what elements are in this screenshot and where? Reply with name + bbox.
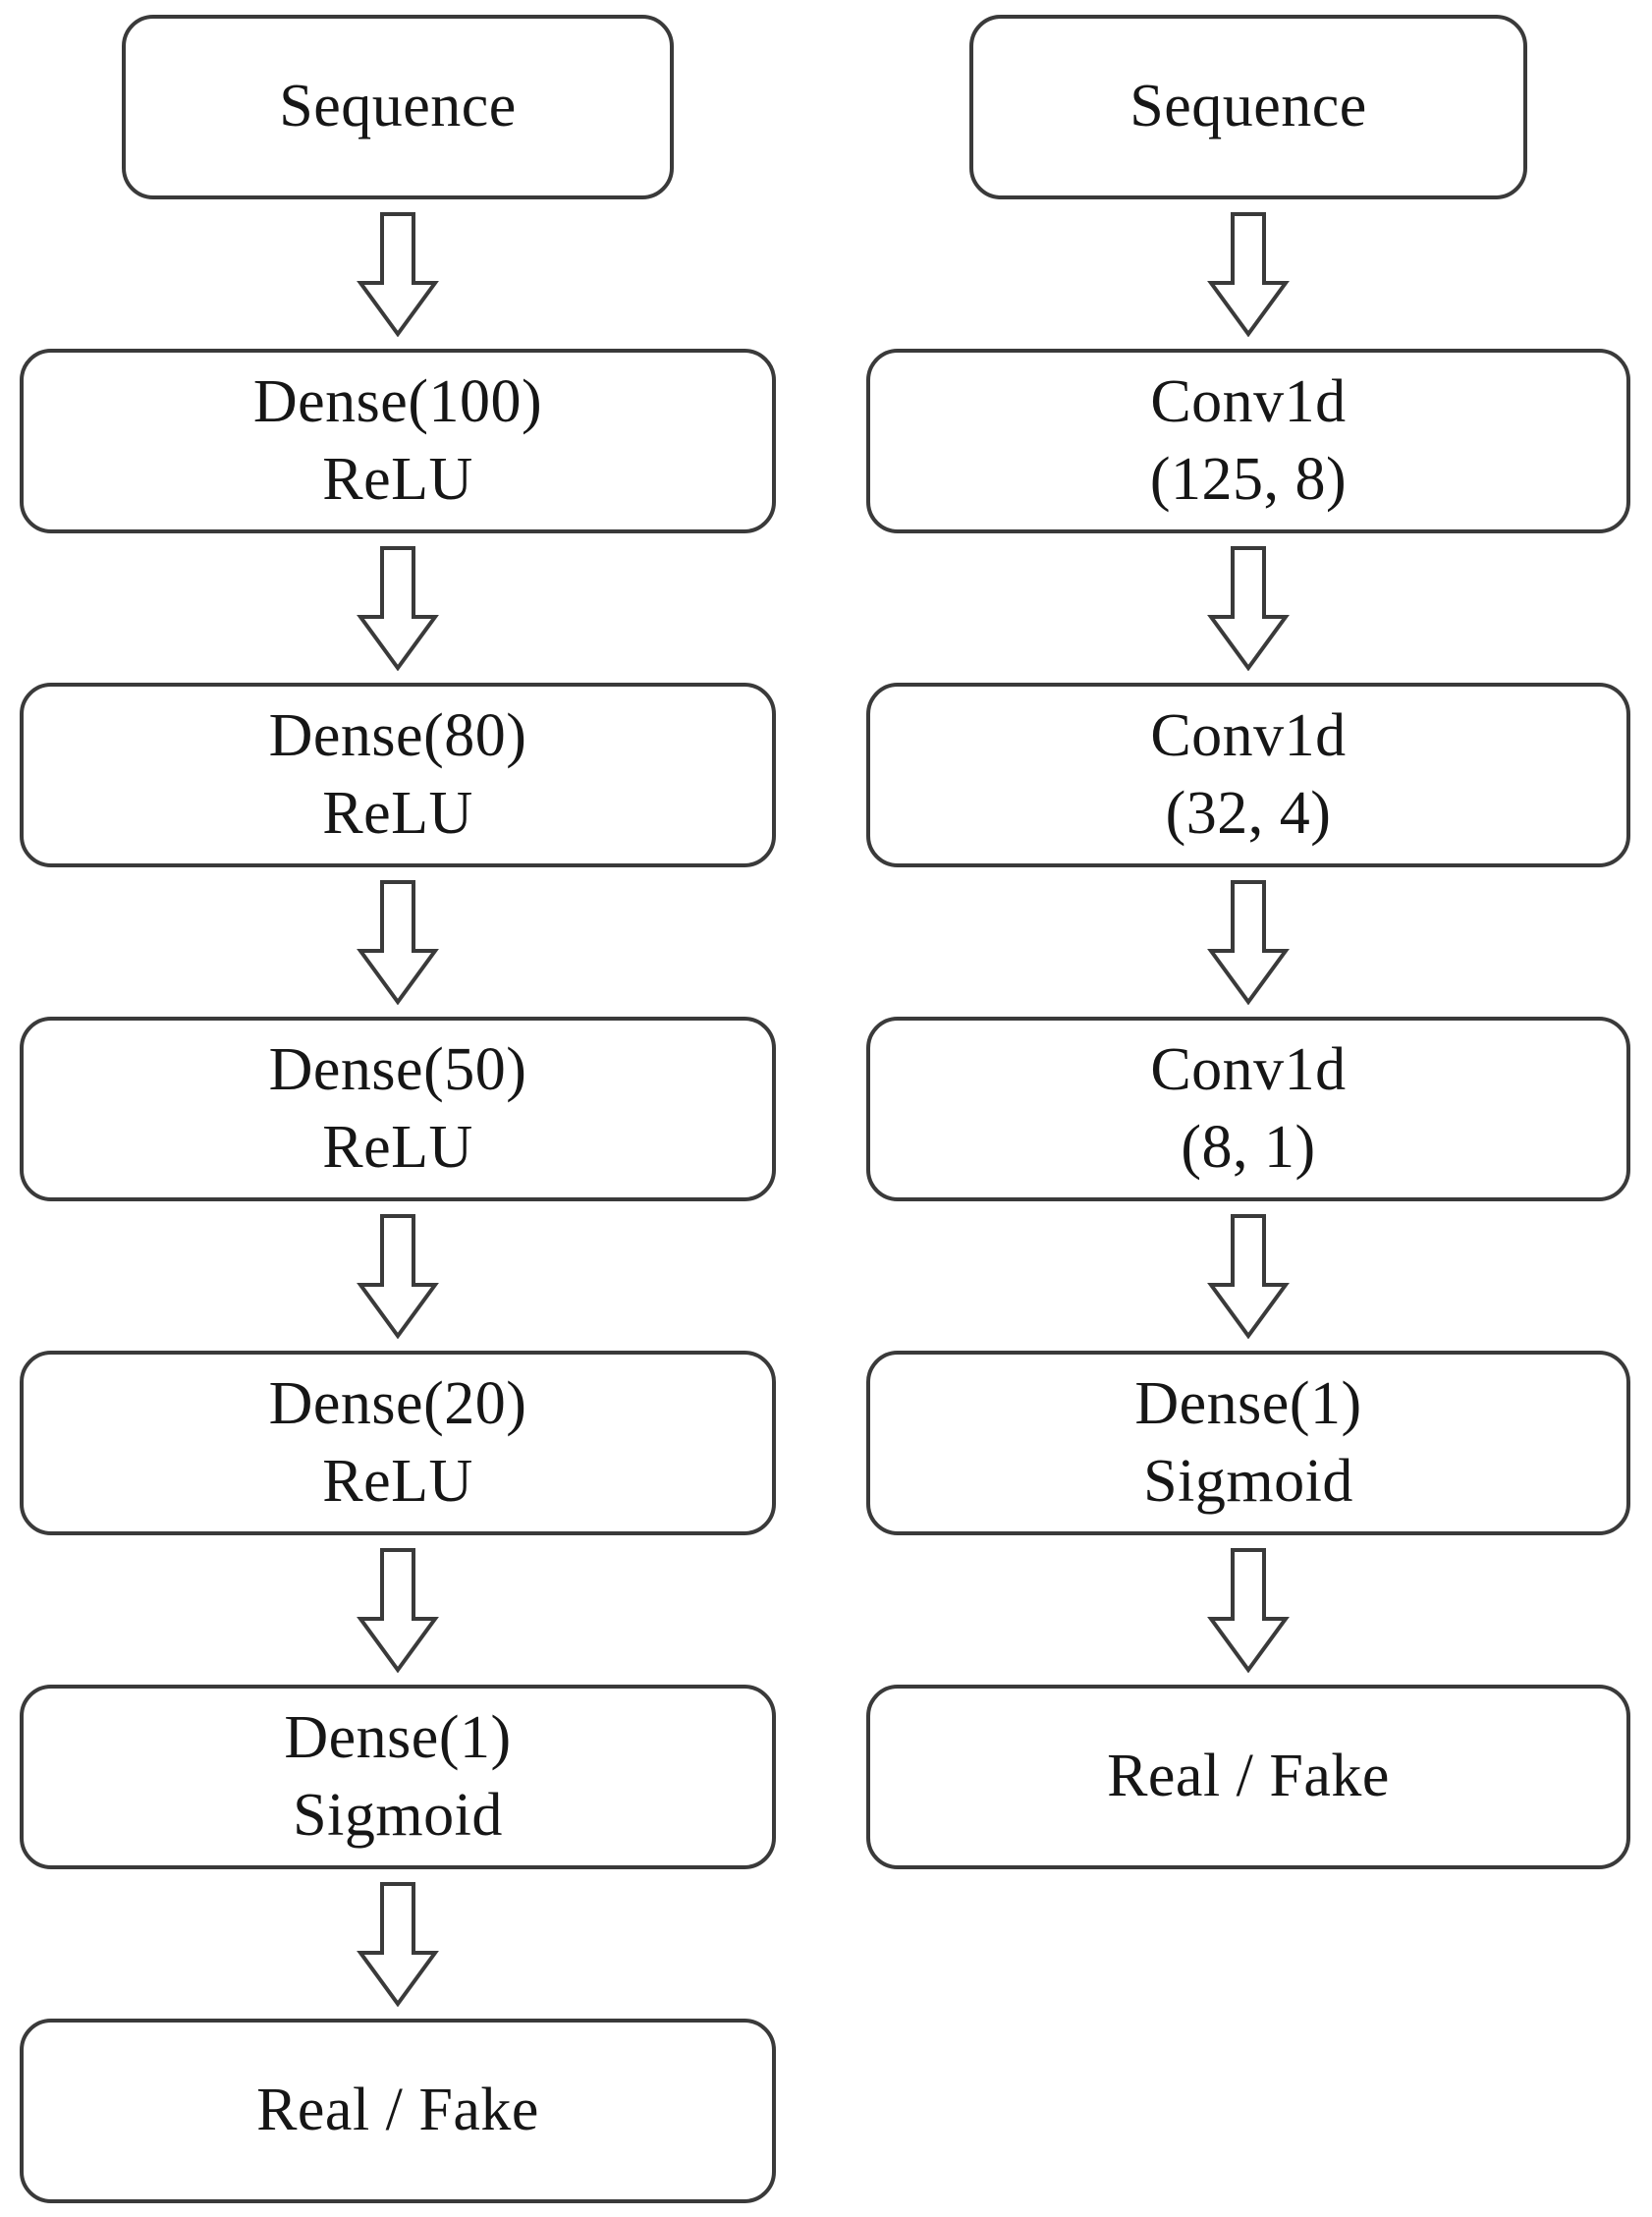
down-arrow-icon bbox=[1207, 880, 1290, 1005]
down-arrow-icon bbox=[1207, 1548, 1290, 1673]
node-label-line: ReLU bbox=[322, 1448, 473, 1515]
flow-node: Dense(50) ReLU bbox=[20, 1017, 776, 1201]
node-label-line: Dense(1) bbox=[1134, 1369, 1362, 1437]
flow-node: Dense(1) Sigmoid bbox=[20, 1685, 776, 1869]
down-arrow-icon bbox=[1207, 546, 1290, 671]
node-label-line: Dense(100) bbox=[252, 367, 543, 435]
node-label-line: (32, 4) bbox=[1165, 780, 1332, 847]
node-label-line: Conv1d bbox=[1150, 367, 1347, 435]
flow-node: Conv1d (125, 8) bbox=[866, 349, 1630, 533]
flow-node: Dense(100) ReLU bbox=[20, 349, 776, 533]
node-label-line: (8, 1) bbox=[1181, 1114, 1316, 1181]
node-label-line: Sequence bbox=[1129, 73, 1367, 140]
node-label-line: Conv1d bbox=[1150, 1035, 1347, 1103]
node-label-line: Dense(50) bbox=[268, 1035, 527, 1103]
node-label-line: Sigmoid bbox=[293, 1782, 503, 1849]
flow-node: Conv1d (32, 4) bbox=[866, 683, 1630, 867]
node-label-line: ReLU bbox=[322, 446, 473, 513]
node-label-line: ReLU bbox=[322, 780, 473, 847]
node-label-line: Conv1d bbox=[1150, 701, 1347, 769]
node-label-line: Sigmoid bbox=[1143, 1448, 1353, 1515]
down-arrow-icon bbox=[357, 880, 439, 1005]
down-arrow-icon bbox=[357, 1214, 439, 1339]
flow-node: Real / Fake bbox=[20, 2019, 776, 2203]
flow-node: Real / Fake bbox=[866, 1685, 1630, 1869]
flow-node: Dense(20) ReLU bbox=[20, 1351, 776, 1535]
node-label-line: Dense(20) bbox=[268, 1369, 527, 1437]
node-label-line: Real / Fake bbox=[1107, 1743, 1390, 1810]
node-label-line: Real / Fake bbox=[256, 2077, 539, 2144]
flow-node: Dense(1) Sigmoid bbox=[866, 1351, 1630, 1535]
down-arrow-icon bbox=[357, 212, 439, 337]
down-arrow-icon bbox=[1207, 212, 1290, 337]
flow-node: Dense(80) ReLU bbox=[20, 683, 776, 867]
flow-node: Sequence bbox=[121, 15, 675, 199]
down-arrow-icon bbox=[357, 1882, 439, 2007]
down-arrow-icon bbox=[1207, 1214, 1290, 1339]
node-label-line: Dense(1) bbox=[284, 1703, 512, 1771]
down-arrow-icon bbox=[357, 546, 439, 671]
down-arrow-icon bbox=[357, 1548, 439, 1673]
node-label-line: (125, 8) bbox=[1149, 446, 1348, 513]
node-label-line: Sequence bbox=[279, 73, 517, 140]
node-label-line: Dense(80) bbox=[268, 701, 527, 769]
flow-node: Sequence bbox=[969, 15, 1527, 199]
node-label-line: ReLU bbox=[322, 1114, 473, 1181]
flow-node: Conv1d (8, 1) bbox=[866, 1017, 1630, 1201]
